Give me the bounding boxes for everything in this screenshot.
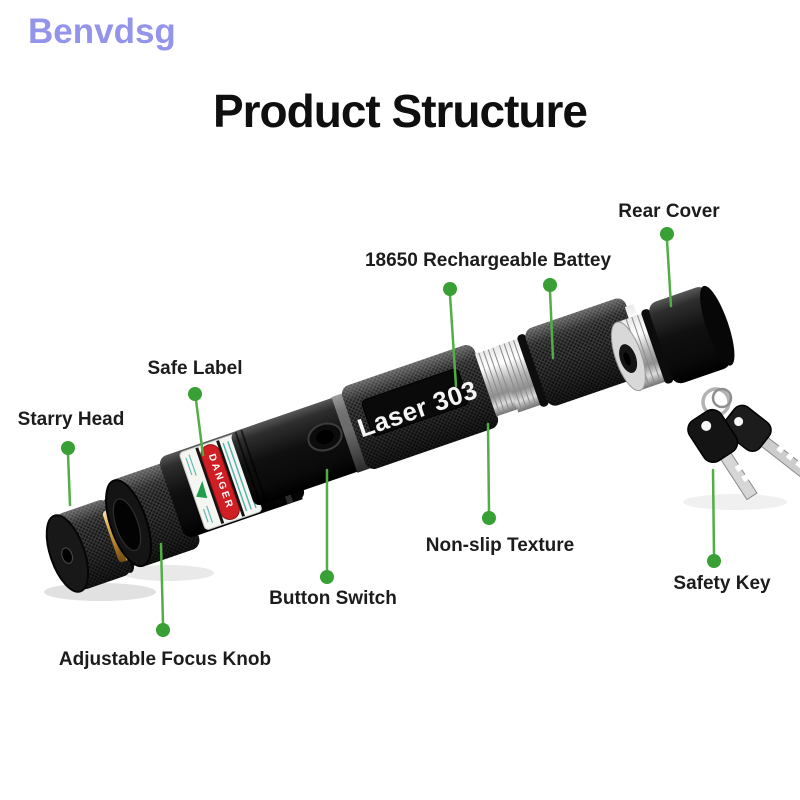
leader-battery-b (548, 289, 555, 360)
label-safe-label: Safe Label (147, 358, 243, 379)
dot-non-slip (482, 511, 496, 525)
dot-battery-b (543, 278, 557, 292)
part-knurled-body: Laser 303 (341, 345, 499, 469)
label-battery: 18650 Rechargeable Battey (364, 250, 612, 271)
page-title: Product Structure (212, 85, 588, 137)
dot-rear-cover (660, 227, 674, 241)
dot-safety-key (707, 554, 721, 568)
callout-dots (61, 227, 721, 637)
part-rear-cover (610, 285, 735, 392)
label-button-switch: Button Switch (269, 588, 397, 609)
label-starry-head: Starry Head (17, 409, 125, 430)
leader-focus-knob (159, 542, 165, 626)
label-green-arrow (196, 480, 208, 499)
brand-watermark: Benvdsg (28, 12, 176, 51)
dot-safe-label (188, 387, 202, 401)
label-adjustable-focus-knob: Adjustable Focus Knob (58, 649, 272, 670)
label-safety-key: Safety Key (673, 573, 771, 594)
dot-button-switch (320, 570, 334, 584)
leader-starry-head (66, 452, 72, 507)
leader-battery-a (448, 293, 458, 388)
button-switch (307, 422, 343, 452)
leader-safety-key (711, 468, 716, 557)
safety-keys (687, 387, 800, 501)
leader-rear-cover (665, 238, 673, 308)
label-non-slip-texture: Non-slip Texture (425, 535, 575, 556)
dot-battery-a (443, 282, 457, 296)
key-front (687, 408, 758, 501)
starry-head-aperture (61, 547, 74, 564)
part-body-thread (474, 345, 522, 417)
leader-safe-label (194, 398, 205, 457)
leader-non-slip (486, 422, 491, 514)
dot-starry-head (61, 441, 75, 455)
callout-lines (66, 238, 716, 626)
label-rear-cover: Rear Cover (618, 201, 720, 222)
dot-focus-knob (156, 623, 170, 637)
